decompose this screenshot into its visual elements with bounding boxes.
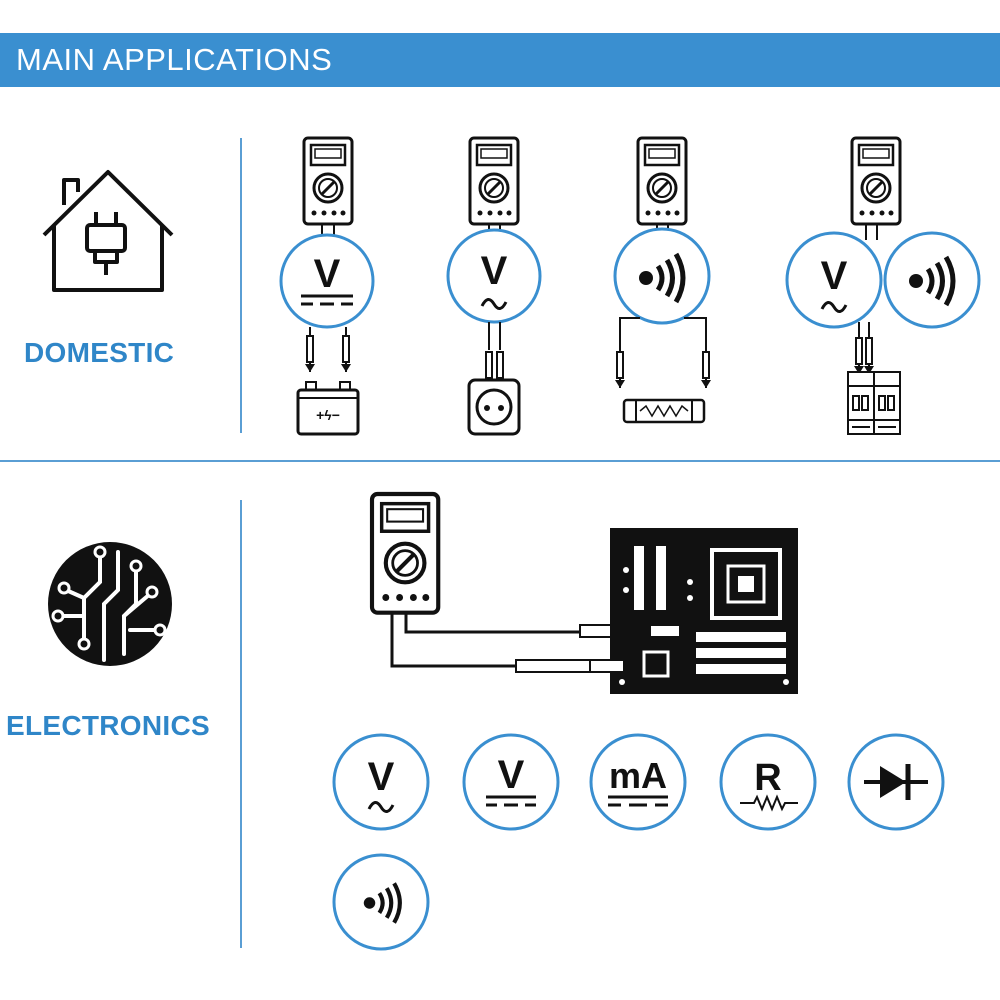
circuit-board-icon bbox=[48, 542, 172, 666]
domestic-ac-voltage-diagram: V bbox=[446, 136, 542, 436]
function-milliamp-icon: mA bbox=[589, 733, 687, 831]
header-title: MAIN APPLICATIONS bbox=[16, 42, 333, 77]
section-label-domestic: DOMESTIC bbox=[24, 337, 175, 368]
motherboard-icon bbox=[610, 528, 798, 694]
dc-volt-symbol: V bbox=[314, 252, 341, 296]
wall-socket-icon bbox=[467, 378, 521, 436]
domestic-continuity-diagram bbox=[613, 136, 712, 424]
function-resistance-icon: R bbox=[719, 733, 817, 831]
svg-text:+ϟ−: +ϟ− bbox=[316, 407, 340, 423]
house-plug-icon bbox=[42, 170, 174, 292]
circuit-breaker-icon bbox=[847, 371, 901, 435]
battery-icon: +ϟ− bbox=[296, 381, 360, 436]
fn-resistance-label: R bbox=[754, 757, 781, 799]
section-divider bbox=[0, 460, 1000, 462]
fuse-icon bbox=[622, 398, 706, 424]
fn-ac-volt-label: V bbox=[368, 755, 395, 799]
header-bar: MAIN APPLICATIONS bbox=[0, 33, 1000, 87]
function-continuity-icon bbox=[332, 853, 430, 951]
fn-milliamp-label: mA bbox=[609, 755, 667, 796]
electronics-vertical-divider bbox=[240, 500, 242, 948]
domestic-dc-voltage-diagram: V +ϟ− bbox=[279, 136, 375, 436]
breaker-ac-volt-symbol: V bbox=[821, 254, 848, 298]
electronics-meter-diagram bbox=[372, 494, 651, 673]
domestic-vertical-divider bbox=[240, 138, 242, 433]
function-diode-icon bbox=[847, 733, 945, 831]
ac-volt-symbol: V bbox=[481, 249, 508, 293]
domestic-breaker-diagram: V bbox=[785, 136, 981, 435]
function-ac-voltage-icon: V bbox=[332, 733, 430, 831]
function-dc-voltage-icon: V bbox=[462, 733, 560, 831]
section-label-electronics: ELECTRONICS bbox=[6, 710, 210, 741]
fn-dc-volt-label: V bbox=[498, 753, 525, 797]
